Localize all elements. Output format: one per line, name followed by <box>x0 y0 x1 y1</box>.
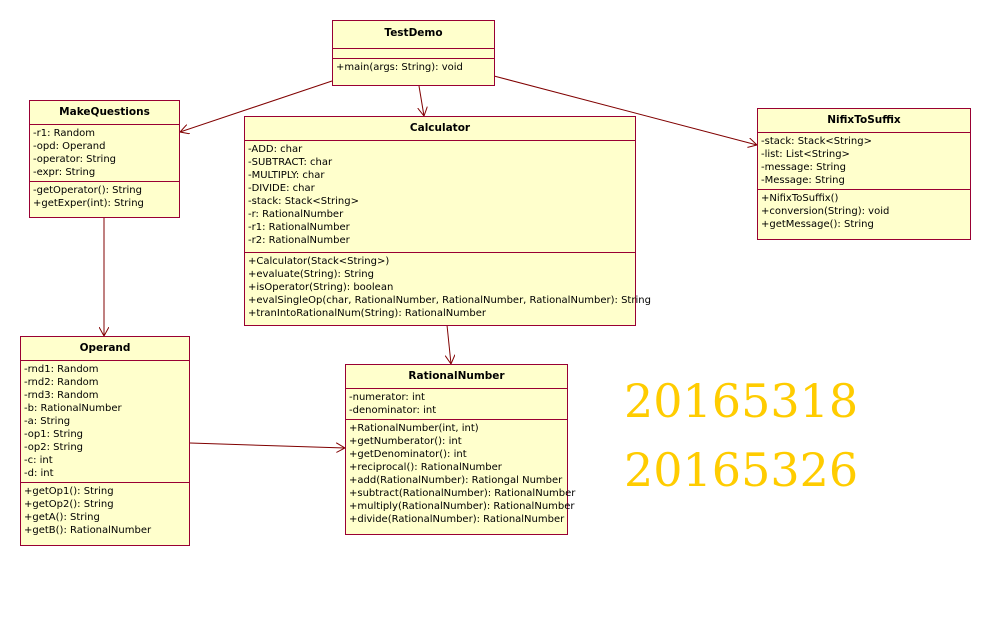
attribute: -denominator: int <box>349 405 437 416</box>
attributes-section: -numerator: int -denominator: int <box>346 389 567 420</box>
attribute: -b: RationalNumber <box>24 403 122 414</box>
method: +getMessage(): String <box>761 219 874 230</box>
attribute: -r1: Random <box>33 128 96 139</box>
class-name: Operand <box>21 337 189 361</box>
attribute: -ADD: char <box>248 144 303 155</box>
method: +RationalNumber(int, int) <box>349 423 479 434</box>
method: +conversion(String): void <box>761 206 890 217</box>
attribute: -r2: RationalNumber <box>248 235 350 246</box>
method: +divide(RationalNumber): RationalNumber <box>349 514 565 525</box>
method: +getOp1(): String <box>24 486 114 497</box>
attribute: -rnd2: Random <box>24 377 99 388</box>
arrow-operand-rationalnumber <box>189 442 345 448</box>
methods-section: +getOp1(): String +getOp2(): String +get… <box>21 483 189 539</box>
attributes-section: -ADD: char -SUBTRACT: char -MULTIPLY: ch… <box>245 141 635 253</box>
class-box-calculator[interactable]: Calculator -ADD: char -SUBTRACT: char -M… <box>244 116 651 326</box>
class-name: NifixToSuffix <box>758 109 970 133</box>
attribute: -op1: String <box>24 429 84 440</box>
attribute: -MULTIPLY: char <box>248 170 325 181</box>
class-box-rationalnumber[interactable]: RationalNumber -numerator: int -denomina… <box>345 364 576 535</box>
method: +getA(): String <box>24 512 100 523</box>
class-name: RationalNumber <box>346 365 567 389</box>
attribute: -operator: String <box>33 154 117 165</box>
attributes-section: -stack: Stack<String> -list: List<String… <box>758 133 970 190</box>
arrow-calculator-rationalnumber <box>447 324 451 364</box>
class-name: MakeQuestions <box>30 101 179 125</box>
arrow-testdemo-calculator <box>419 85 424 116</box>
attribute: -Message: String <box>761 175 845 186</box>
method: +getOp2(): String <box>24 499 114 510</box>
arrow-testdemo-makequestions <box>180 80 333 132</box>
attribute: -rnd3: Random <box>24 390 99 401</box>
method: +getExper(int): String <box>33 198 144 209</box>
methods-section: +Calculator(Stack<String>) +evaluate(Str… <box>245 253 651 322</box>
method: +isOperator(String): boolean <box>248 282 394 293</box>
attribute: -r: RationalNumber <box>248 209 344 220</box>
student-id-2: 20165326 <box>624 443 859 497</box>
method: -getOperator(): String <box>33 185 142 196</box>
method: +getB(): RationalNumber <box>24 525 152 536</box>
attribute: -op2: String <box>24 442 84 453</box>
attribute: -c: int <box>24 455 53 466</box>
attribute: -list: List<String> <box>761 149 850 160</box>
method: +evalSingleOp(char, RationalNumber, Rati… <box>248 295 651 306</box>
methods-section: +main(args: String): void <box>333 59 494 76</box>
class-box-operand[interactable]: Operand -rnd1: Random -rnd2: Random -rnd… <box>20 336 190 546</box>
attribute: -DIVIDE: char <box>248 183 315 194</box>
attribute: -rnd1: Random <box>24 364 99 375</box>
method: +subtract(RationalNumber): RationalNumbe… <box>349 488 576 499</box>
attributes-section <box>333 49 494 59</box>
method: +evaluate(String): String <box>248 269 374 280</box>
method: +getNumberator(): int <box>349 436 462 447</box>
methods-section: -getOperator(): String +getExper(int): S… <box>30 182 179 212</box>
class-box-nifixtosuffix[interactable]: NifixToSuffix -stack: Stack<String> -lis… <box>757 108 971 240</box>
methods-section: +NifixToSuffix() +conversion(String): vo… <box>758 190 970 233</box>
attribute: -expr: String <box>33 167 96 178</box>
attribute: -stack: Stack<String> <box>248 196 359 207</box>
class-box-testdemo[interactable]: TestDemo +main(args: String): void <box>332 20 495 86</box>
attribute: -d: int <box>24 468 54 479</box>
student-id-1: 20165318 <box>624 374 859 428</box>
attribute: -r1: RationalNumber <box>248 222 350 233</box>
method: +reciprocal(): RationalNumber <box>349 462 502 473</box>
class-box-makequestions[interactable]: MakeQuestions -r1: Random -opd: Operand … <box>29 100 180 218</box>
attribute: -SUBTRACT: char <box>248 157 333 168</box>
attribute: -stack: Stack<String> <box>761 136 872 147</box>
attribute: -numerator: int <box>349 392 425 403</box>
method: +multiply(RationalNumber): RationalNumbe… <box>349 501 575 512</box>
method: +main(args: String): void <box>336 62 463 73</box>
attributes-section: -rnd1: Random -rnd2: Random -rnd3: Rando… <box>21 361 189 483</box>
method: +NifixToSuffix() <box>761 193 839 204</box>
class-name: Calculator <box>245 117 635 141</box>
methods-section: +RationalNumber(int, int) +getNumberator… <box>346 420 576 528</box>
attribute: -opd: Operand <box>33 141 106 152</box>
method: +add(RationalNumber): Rationgal Number <box>349 475 563 486</box>
attributes-section: -r1: Random -opd: Operand -operator: Str… <box>30 125 179 182</box>
arrow-testdemo-nifixtosuffix <box>493 75 757 145</box>
method: +tranIntoRationalNum(String): RationalNu… <box>248 308 486 319</box>
class-name: TestDemo <box>333 21 494 49</box>
method: +Calculator(Stack<String>) <box>248 256 390 267</box>
attribute: -a: String <box>24 416 71 427</box>
attribute: -message: String <box>761 162 846 173</box>
method: +getDenominator(): int <box>349 449 467 460</box>
